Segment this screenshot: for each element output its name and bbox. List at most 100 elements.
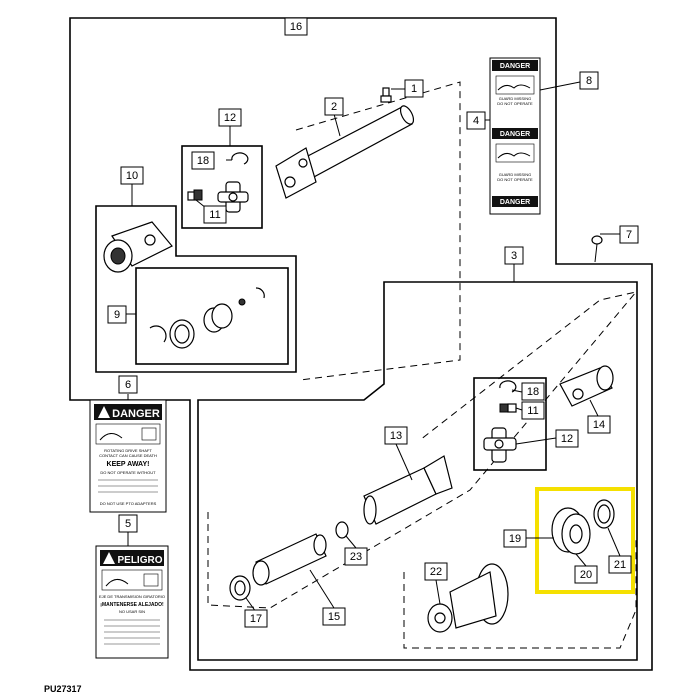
decal4-danger-title-1: DANGER (500, 63, 530, 70)
group-frame-12-upper (181, 145, 263, 229)
callout-11-lower[interactable]: 11 (521, 401, 545, 420)
svg-text:19: 19 (509, 533, 521, 545)
decal-6-danger-english: DANGER ROTATING DRIVE SHAFT CONTACT CAN … (89, 399, 167, 513)
callout-21[interactable]: 21 (608, 555, 632, 574)
highlight-box (535, 487, 635, 594)
callout-9[interactable]: 9 (107, 305, 127, 324)
svg-text:20: 20 (580, 569, 592, 581)
svg-text:6: 6 (125, 379, 131, 391)
svg-text:3: 3 (511, 250, 517, 262)
svg-text:15: 15 (328, 611, 340, 623)
dashed-shield-22 (403, 540, 637, 649)
svg-text:14: 14 (593, 419, 605, 431)
svg-text:5: 5 (125, 518, 131, 530)
svg-text:16: 16 (290, 21, 302, 33)
leader-lines (126, 18, 621, 613)
svg-text:11: 11 (527, 405, 538, 417)
callout-18-upper[interactable]: 18 (191, 151, 215, 170)
part-15-outer-tube (252, 533, 327, 586)
callout-7[interactable]: 7 (619, 225, 639, 244)
callout-13[interactable]: 13 (384, 426, 408, 445)
callout-2[interactable]: 2 (324, 97, 344, 116)
decal5-title: PELIGRO (117, 555, 162, 566)
callout-12-upper[interactable]: 12 (218, 108, 242, 127)
dashed-shield-15 (207, 291, 638, 609)
callout-22[interactable]: 22 (424, 562, 448, 581)
part-21-seal-ring (593, 499, 615, 529)
svg-text:8: 8 (586, 75, 592, 87)
part-18-snap-ring-upper (231, 152, 249, 165)
decal4-text-4: DO NOT OPERATE (497, 177, 533, 182)
svg-text:17: 17 (250, 613, 262, 625)
svg-text:12: 12 (224, 112, 236, 124)
part-17-bearing (229, 575, 251, 601)
svg-text:10: 10 (126, 170, 138, 182)
svg-text:18: 18 (527, 386, 539, 398)
part-11-grease-fitting-lower (499, 403, 517, 413)
part-10-yoke (103, 221, 173, 273)
part-1-grease-fitting (380, 87, 392, 103)
part-11-grease-fitting-upper (187, 189, 203, 201)
part-22-yoke (427, 563, 509, 633)
callout-18-lower[interactable]: 18 (521, 382, 545, 401)
part-20-collar (551, 507, 591, 555)
part-13-splined-tube (363, 455, 453, 525)
callout-19[interactable]: 19 (503, 529, 527, 548)
decal4-text-2: DO NOT OPERATE (497, 101, 533, 106)
decal4-danger-title-2: DANGER (500, 131, 530, 138)
callout-8[interactable]: 8 (579, 71, 599, 90)
svg-text:1: 1 (411, 83, 417, 95)
part-18-snap-ring-lower (499, 380, 517, 393)
callout-1[interactable]: 1 (404, 79, 424, 98)
callout-23[interactable]: 23 (344, 547, 368, 566)
svg-text:13: 13 (390, 430, 402, 442)
callout-14[interactable]: 14 (587, 415, 611, 434)
part-23-ring (335, 521, 349, 539)
callout-4[interactable]: 4 (466, 111, 486, 130)
callout-6[interactable]: 6 (118, 375, 138, 394)
callout-10[interactable]: 10 (120, 166, 144, 185)
callout-12-lower[interactable]: 12 (555, 429, 579, 448)
decal-4-danger-labels: DANGER GUARD MISSING DO NOT OPERATE DANG… (489, 57, 541, 215)
svg-text:7: 7 (626, 229, 632, 241)
decal6-line4: DO NOT OPERATE WITHOUT (100, 470, 156, 475)
group-frame-10 (95, 205, 297, 373)
decal5-line1: EJE DE TRANSMISION GIRATORIO (99, 594, 165, 599)
part-14-yoke (559, 365, 614, 407)
decal6-line2: CONTACT CAN CAUSE DEATH (99, 453, 157, 458)
svg-text:11: 11 (209, 209, 220, 221)
decal5-line3: NO USAR SIN (119, 609, 145, 614)
decal6-title: DANGER (112, 408, 160, 420)
dashed-shield-2 (295, 81, 461, 381)
decal6-line5: DO NOT USE PTO ADAPTERS (100, 501, 157, 506)
decal-5-peligro-spanish: PELIGRO EJE DE TRANSMISION GIRATORIO ¡MA… (95, 545, 169, 659)
group-frame-12-lower (473, 377, 547, 471)
decal4-danger-title-3: DANGER (500, 199, 530, 206)
part-7-screw (591, 235, 603, 263)
callout-3[interactable]: 3 (504, 246, 524, 265)
part-12-cross-lower (483, 427, 517, 463)
svg-text:23: 23 (350, 551, 362, 563)
part-2-shaft-yoke (275, 105, 415, 199)
figure-id-label: PU27317 (44, 684, 82, 694)
callout-17[interactable]: 17 (244, 609, 268, 628)
part-9-bearing-set (149, 287, 265, 349)
callout-16[interactable]: 16 (284, 17, 308, 36)
callout-20[interactable]: 20 (574, 565, 598, 584)
svg-text:2: 2 (331, 101, 337, 113)
group-frame-9 (135, 267, 289, 365)
decal6-line3: KEEP AWAY! (107, 461, 150, 468)
decal4-text-1: GUARD MISSING (499, 96, 531, 101)
callout-11-upper[interactable]: 11 (203, 205, 227, 224)
svg-text:18: 18 (197, 155, 209, 167)
svg-text:4: 4 (473, 115, 479, 127)
svg-text:9: 9 (114, 309, 120, 321)
inner-frame-assembly-3 (197, 281, 638, 661)
callout-5[interactable]: 5 (118, 514, 138, 533)
svg-text:12: 12 (561, 433, 573, 445)
callout-15[interactable]: 15 (322, 607, 346, 626)
svg-text:21: 21 (614, 559, 626, 571)
decal6-line1: ROTATING DRIVE SHAFT (104, 448, 152, 453)
decal4-text-3: GUARD MISSING (499, 172, 531, 177)
